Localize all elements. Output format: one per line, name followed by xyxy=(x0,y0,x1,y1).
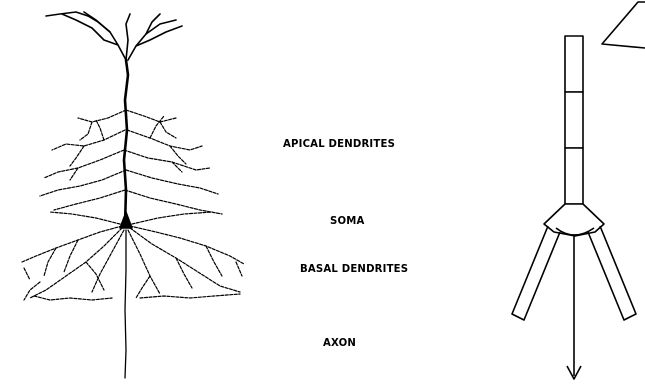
label-axon: AXON xyxy=(323,336,356,349)
apical-compartment-3 xyxy=(565,148,583,204)
speech-bubble-corner-icon xyxy=(602,2,645,48)
label-basal-dendrites: BASAL DENDRITES xyxy=(300,262,408,275)
label-apical-dendrites: APICAL DENDRITES xyxy=(283,137,395,150)
apical-compartment-1 xyxy=(565,36,583,92)
label-soma: SOMA xyxy=(330,214,365,227)
model-soma xyxy=(544,204,604,236)
apical-compartment-2 xyxy=(565,92,583,148)
basal-branch-right xyxy=(588,226,636,320)
basal-branch-left xyxy=(512,226,560,320)
